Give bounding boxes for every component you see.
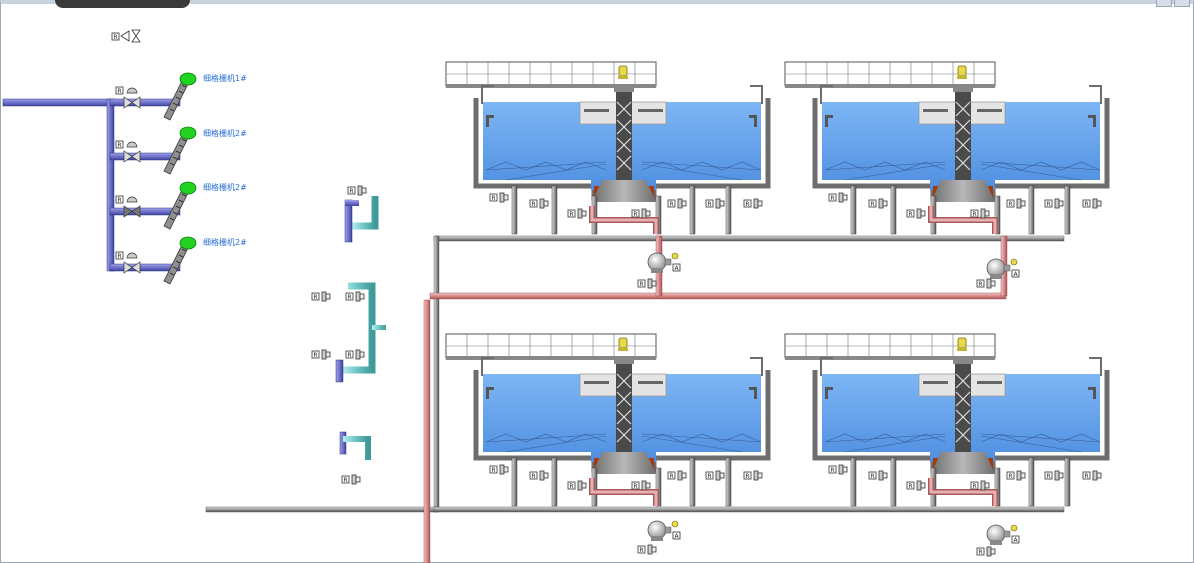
svg-text:R: R	[113, 34, 117, 41]
butterfly-valve-icon[interactable]: R	[115, 251, 141, 274]
sedimentation-tank-2[interactable]	[785, 62, 1107, 234]
svg-text:R: R	[117, 142, 121, 149]
pump-icon[interactable]	[647, 520, 681, 542]
pump-icon[interactable]	[647, 252, 681, 274]
bar-screen-icon[interactable]	[163, 181, 197, 230]
sedimentation-tank-1[interactable]	[446, 62, 768, 234]
butterfly-valve-icon[interactable]: R	[115, 140, 141, 163]
bar-screen-icon[interactable]	[163, 126, 197, 175]
window-controls	[1156, 0, 1190, 7]
bar-screen-icon[interactable]	[163, 72, 197, 121]
bar-screen-icon[interactable]	[163, 236, 197, 285]
screen-label-2: 细格栅机2#	[203, 129, 247, 138]
screen-label-4: 细格栅机2#	[203, 238, 247, 247]
remote-valve-legend-icon: R	[111, 29, 141, 43]
svg-text:R: R	[117, 197, 121, 204]
svg-text:R: R	[117, 88, 121, 95]
pump-icon[interactable]	[986, 524, 1020, 546]
close-button[interactable]	[1174, 0, 1190, 7]
svg-text:R: R	[117, 253, 121, 260]
screen-label-1: 细格栅机1#	[203, 74, 247, 83]
butterfly-valve-icon[interactable]: R	[115, 86, 141, 109]
title-tab	[55, 0, 190, 8]
minimize-button[interactable]	[1156, 0, 1172, 7]
sedimentation-tank-3[interactable]	[446, 334, 768, 506]
sedimentation-tank-4[interactable]	[785, 334, 1107, 506]
butterfly-valve-icon[interactable]: R	[115, 195, 141, 218]
screen-label-3: 细格栅机2#	[203, 183, 247, 192]
